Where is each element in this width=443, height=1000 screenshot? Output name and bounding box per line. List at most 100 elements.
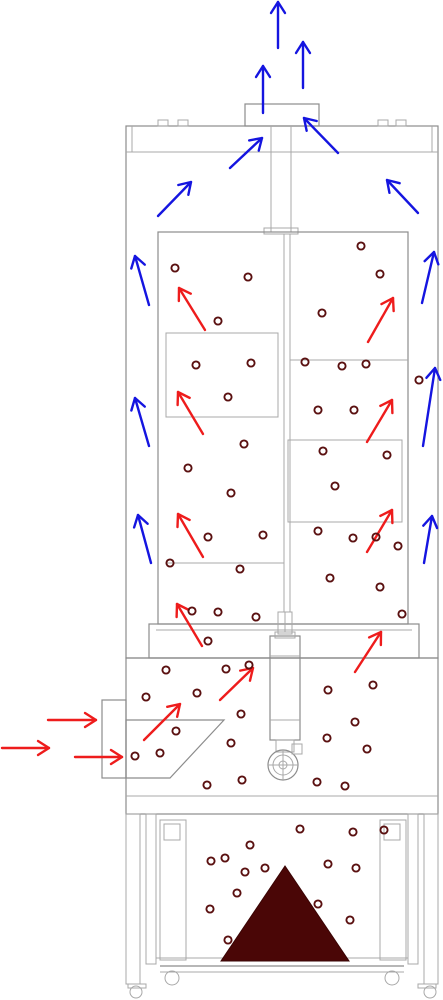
lower-body	[125, 657, 439, 815]
product-particle	[349, 405, 359, 415]
process-air-arrow	[365, 508, 394, 554]
product-particle	[368, 680, 378, 690]
machine-frame	[101, 103, 439, 999]
product-particle	[258, 530, 268, 540]
product-particle	[317, 308, 327, 318]
product-particle	[161, 665, 171, 675]
air-inlet-duct	[101, 699, 127, 779]
product-particle	[235, 564, 245, 574]
product-particle	[171, 726, 181, 736]
process-air-arrow	[175, 602, 204, 648]
process-air-arrow	[46, 711, 98, 729]
top-outlet-box	[244, 103, 320, 127]
product-particle	[203, 636, 213, 646]
exhaust-air-arrow	[302, 116, 340, 155]
product-particle	[251, 612, 261, 622]
product-particle	[191, 360, 201, 370]
feed-chute	[125, 719, 226, 779]
product-particle	[300, 357, 310, 367]
product-particle	[313, 899, 323, 909]
product-particle	[141, 692, 151, 702]
exhaust-air-arrow	[132, 513, 153, 565]
process-air-arrow	[177, 286, 207, 332]
product-particle	[232, 888, 242, 898]
product-particle	[345, 915, 355, 925]
product-particle	[318, 446, 328, 456]
exhaust-air-arrow	[421, 366, 442, 448]
tray-right-middle	[287, 439, 403, 523]
product-particle	[243, 272, 253, 282]
product-particle	[226, 488, 236, 498]
product-particle	[330, 481, 340, 491]
exhaust-air-arrow	[254, 64, 272, 115]
product-particle	[223, 935, 233, 945]
process-air-arrows	[0, 286, 395, 766]
product-particle	[223, 392, 233, 402]
exhaust-air-arrow	[385, 178, 420, 215]
product-particle	[187, 606, 197, 616]
motor-housing	[269, 635, 301, 741]
product-particle	[170, 263, 180, 273]
product-particles	[130, 241, 424, 945]
product-particle	[246, 358, 256, 368]
product-particle	[295, 824, 305, 834]
product-particle	[240, 867, 250, 877]
product-particle	[313, 405, 323, 415]
lower-ring	[148, 623, 420, 659]
product-particle	[340, 781, 350, 791]
product-particle	[237, 775, 247, 785]
product-particle	[221, 664, 231, 674]
product-pile	[220, 865, 350, 962]
product-particle	[371, 532, 381, 542]
product-particle	[375, 269, 385, 279]
exhaust-air-arrow	[156, 180, 193, 218]
product-particle	[313, 526, 323, 536]
exhaust-air-arrow	[228, 136, 264, 170]
product-particle	[323, 859, 333, 869]
product-particle	[239, 439, 249, 449]
process-air-arrow	[218, 666, 255, 702]
product-particle	[205, 904, 215, 914]
process-air-arrow	[366, 296, 395, 344]
product-particle	[382, 450, 392, 460]
product-particle	[213, 607, 223, 617]
exhaust-air-arrow	[130, 254, 151, 307]
gear-motor	[267, 743, 303, 781]
product-particle	[165, 558, 175, 568]
product-particle	[312, 777, 322, 787]
product-particle	[322, 733, 332, 743]
product-particle	[356, 241, 366, 251]
exhaust-air-arrow	[294, 40, 312, 90]
process-air-arrow	[0, 739, 51, 757]
product-particle	[379, 825, 389, 835]
product-particle	[206, 856, 216, 866]
exhaust-air-arrow	[422, 514, 439, 565]
product-particle	[337, 361, 347, 371]
drying-chamber	[157, 231, 409, 625]
process-air-arrow	[176, 390, 205, 436]
product-particle	[183, 463, 193, 473]
process-air-arrow	[353, 630, 383, 674]
product-particle	[203, 532, 213, 542]
exhaust-air-arrow	[269, 0, 287, 50]
product-particle	[397, 609, 407, 619]
product-particle	[202, 780, 212, 790]
product-particle	[325, 573, 335, 583]
product-particle	[393, 541, 403, 551]
product-particle	[213, 316, 223, 326]
product-particle	[362, 744, 372, 754]
product-particle	[348, 533, 358, 543]
product-particle	[350, 717, 360, 727]
product-particle	[245, 840, 255, 850]
process-air-arrow	[365, 398, 394, 444]
exhaust-air-arrows	[130, 0, 442, 565]
process-air-arrow	[142, 702, 182, 742]
product-particle	[236, 709, 246, 719]
product-particle	[260, 863, 270, 873]
tray-left-upper	[165, 332, 279, 418]
process-air-arrow	[176, 512, 205, 559]
product-particle	[348, 827, 358, 837]
process-air-arrow	[73, 748, 124, 766]
product-particle	[375, 582, 385, 592]
